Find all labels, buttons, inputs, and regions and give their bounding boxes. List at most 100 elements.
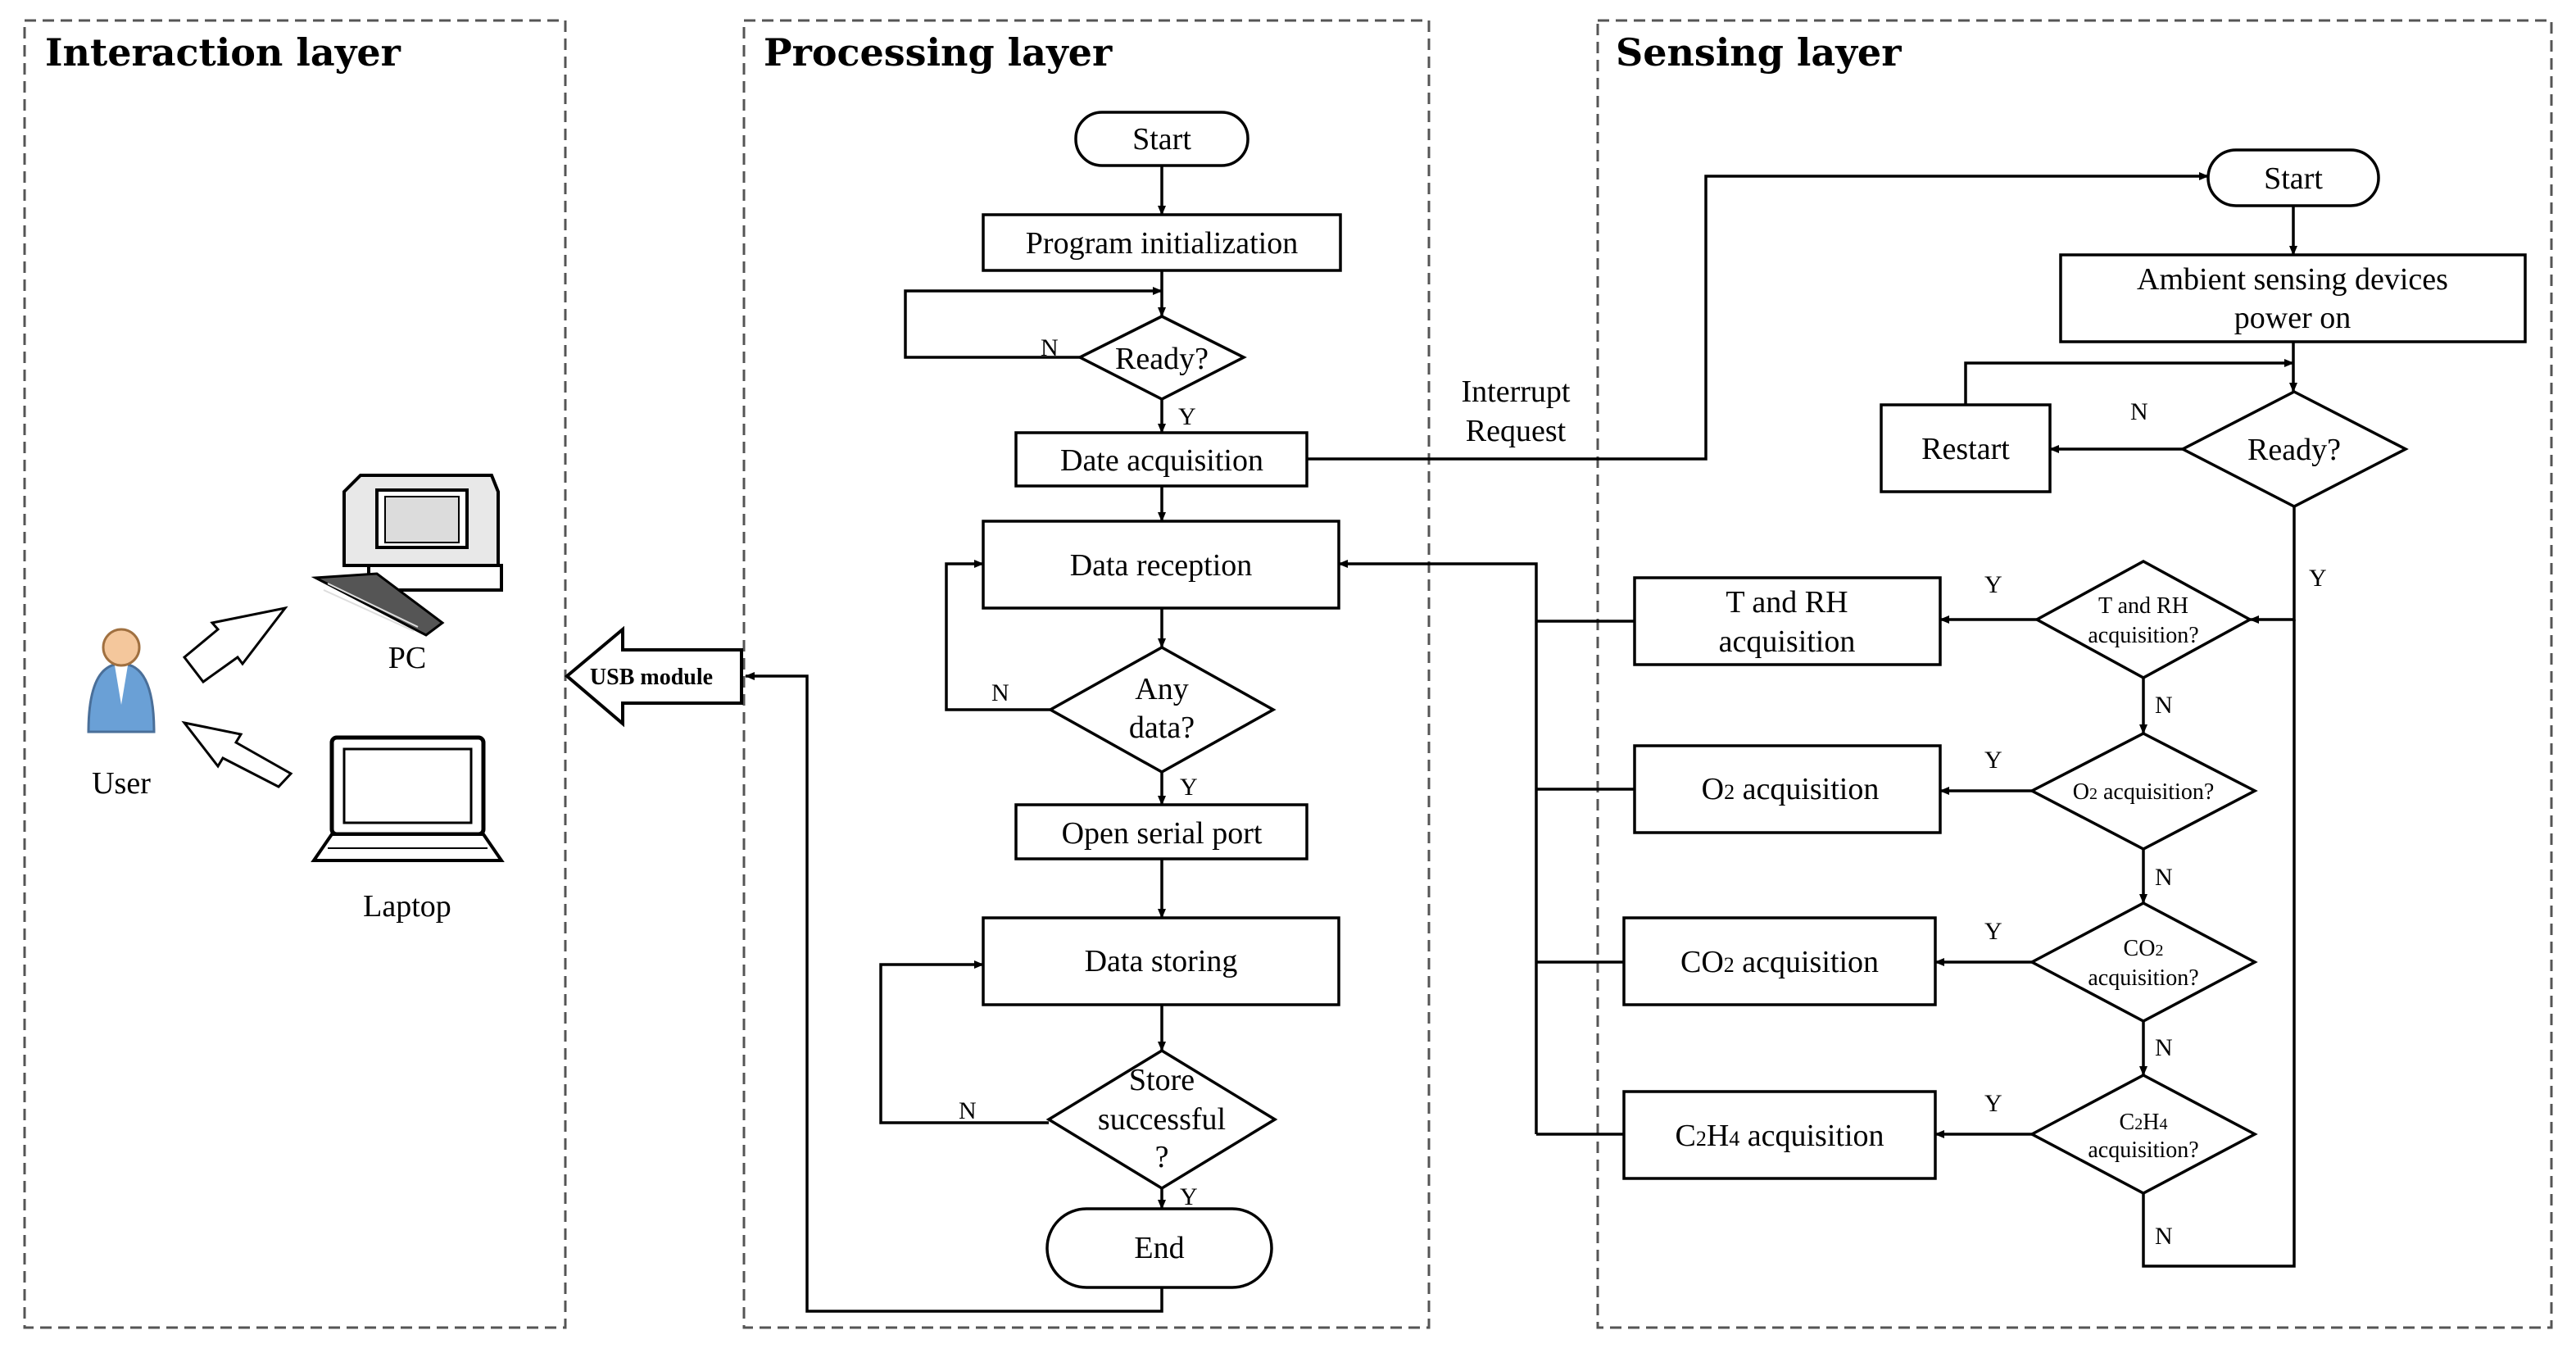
co2-no-label: N	[2155, 1034, 2173, 1061]
laptop-label: Laptop	[363, 889, 451, 924]
o2-decision-label: O2 acquisition?	[2073, 779, 2215, 805]
c2h4-box-h: H	[1707, 1119, 1729, 1153]
edge-ready-yes-to-trh	[2249, 506, 2296, 624]
ready-no-label: N	[1041, 334, 1059, 361]
co2-box-co: CO	[1680, 945, 1724, 979]
co2-decision-label-line1: CO2	[2124, 936, 2164, 961]
c2h4-yes-label: Y	[1984, 1090, 2002, 1117]
store-yes-label: Y	[1180, 1183, 1198, 1210]
co2-yes-label: Y	[1984, 918, 2002, 945]
sensing-layer-title: Sensing layer	[1616, 30, 1902, 75]
sense-ready-no-label: N	[2130, 398, 2148, 425]
edge-bus-to-data-reception	[1338, 560, 1538, 1134]
power-on-box	[2059, 253, 2527, 343]
power-on-label-line1: Ambient sensing devices	[2137, 262, 2448, 297]
ready-yes-label: Y	[1178, 403, 1196, 430]
c2h4-q-h: H	[2143, 1110, 2159, 1135]
power-on-label-line2: power on	[2234, 301, 2351, 335]
o2-q-suffix: acquisition?	[2098, 779, 2214, 805]
pc-label: PC	[388, 641, 426, 675]
interaction-layer-panel	[23, 19, 567, 1329]
co2-q-sub: 2	[2155, 942, 2163, 960]
pc-icon	[311, 474, 503, 637]
store-no-label: N	[959, 1097, 977, 1124]
processing-start-label: Start	[1132, 122, 1191, 157]
processing-ready-label: Ready?	[1115, 342, 1209, 376]
usb-module-arrow	[564, 625, 743, 728]
trh-yes-label: Y	[1984, 571, 2002, 598]
c2h4-q-sub1: 2	[2134, 1115, 2143, 1133]
trh-decision	[2034, 560, 2253, 679]
date-acquisition-label: Date acquisition	[1060, 443, 1263, 478]
trh-no-label: N	[2155, 692, 2173, 719]
restart-box	[1880, 403, 2052, 493]
co2-decision	[2029, 901, 2258, 1023]
o2-no-label: N	[2155, 864, 2173, 891]
any-data-decision	[1047, 645, 1277, 774]
edge-ready-no-loop	[904, 287, 1163, 359]
sensing-ready-label: Ready?	[2247, 433, 2341, 467]
user-icon	[87, 628, 156, 733]
data-reception-label: Data reception	[1070, 548, 1253, 583]
c2h4-box-c: C	[1675, 1119, 1695, 1153]
pc-to-user-arrow	[182, 606, 288, 684]
trh-decision-label-line1: T and RH	[2098, 593, 2188, 619]
co2-box-sub: 2	[1724, 953, 1735, 977]
trh-acquisition-box	[1633, 576, 1942, 666]
o2-box-o: O	[1702, 772, 1724, 806]
c2h4-decision-label-line2: acquisition?	[2088, 1137, 2198, 1163]
edge-c2h4-no-return	[2142, 620, 2296, 1268]
co2-acquisition-label: CO2 acquisition	[1680, 945, 1879, 979]
o2-yes-label: Y	[1984, 747, 2002, 774]
interaction-layer-title: Interaction layer	[45, 30, 401, 75]
trh-acquisition-label-line2: acquisition	[1719, 624, 1856, 659]
o2-box-suffix: acquisition	[1735, 772, 1879, 806]
c2h4-box-sub2: 4	[1729, 1127, 1739, 1151]
c2h4-box-suffix: acquisition	[1739, 1119, 1884, 1153]
anydata-no-label: N	[991, 679, 1009, 706]
data-storing-box	[982, 916, 1340, 1006]
co2-box-suffix: acquisition	[1735, 945, 1879, 979]
anydata-yes-label: Y	[1180, 774, 1198, 801]
sense-ready-yes-label: Y	[2309, 565, 2327, 592]
co2-decision-label-line2: acquisition?	[2088, 965, 2198, 991]
store-successful-label-line3: ?	[1155, 1140, 1169, 1174]
data-storing-label: Data storing	[1085, 944, 1238, 978]
o2-box-sub: 2	[1724, 780, 1735, 804]
sensing-start-label: Start	[2264, 161, 2323, 196]
any-data-label-line1: Any	[1135, 672, 1188, 706]
laptop-to-user-arrow	[181, 720, 293, 788]
co2-q-co: CO	[2124, 936, 2156, 961]
edge-interrupt-request	[1307, 172, 2209, 461]
c2h4-q-sub2: 4	[2159, 1115, 2167, 1133]
processing-end-label: End	[1134, 1231, 1184, 1265]
trh-acquisition-label-line1: T and RH	[1726, 585, 1848, 620]
user-label: User	[92, 766, 151, 801]
sensing-layer-panel	[1596, 19, 2553, 1329]
edge-store-no-loop	[879, 960, 1049, 1124]
o2-acquisition-label: O2 acquisition	[1702, 772, 1880, 806]
laptop-icon	[311, 735, 505, 862]
restart-label: Restart	[1921, 432, 2010, 466]
processing-layer-title: Processing layer	[764, 30, 1113, 75]
c2h4-decision-label-line1: C2H4	[2120, 1110, 2168, 1135]
edge-end-to-usb	[745, 672, 1163, 1313]
c2h4-box-sub1: 2	[1696, 1127, 1707, 1151]
edge-restart-loop	[1964, 359, 2294, 405]
trh-decision-label-line2: acquisition?	[2088, 623, 2198, 648]
c2h4-acquisition-box	[1622, 1090, 1937, 1180]
c2h4-acquisition-label: C2H4 acquisition	[1675, 1119, 1884, 1153]
o2-q-o: O	[2073, 779, 2089, 805]
program-initialization-label: Program initialization	[1026, 226, 1298, 261]
c2h4-no-label: N	[2155, 1223, 2173, 1250]
store-successful-label-line1: Store	[1129, 1063, 1195, 1097]
edge-anydata-no-loop	[945, 560, 1050, 711]
o2-q-sub: 2	[2089, 785, 2098, 803]
interrupt-label-line1: Interrupt	[1462, 375, 1571, 409]
usb-module-label: USB module	[590, 665, 713, 690]
c2h4-q-c: C	[2120, 1110, 2135, 1135]
processing-layer-panel	[742, 19, 1431, 1329]
store-successful-label-line2: successful	[1098, 1102, 1226, 1137]
any-data-label-line2: data?	[1129, 711, 1195, 745]
